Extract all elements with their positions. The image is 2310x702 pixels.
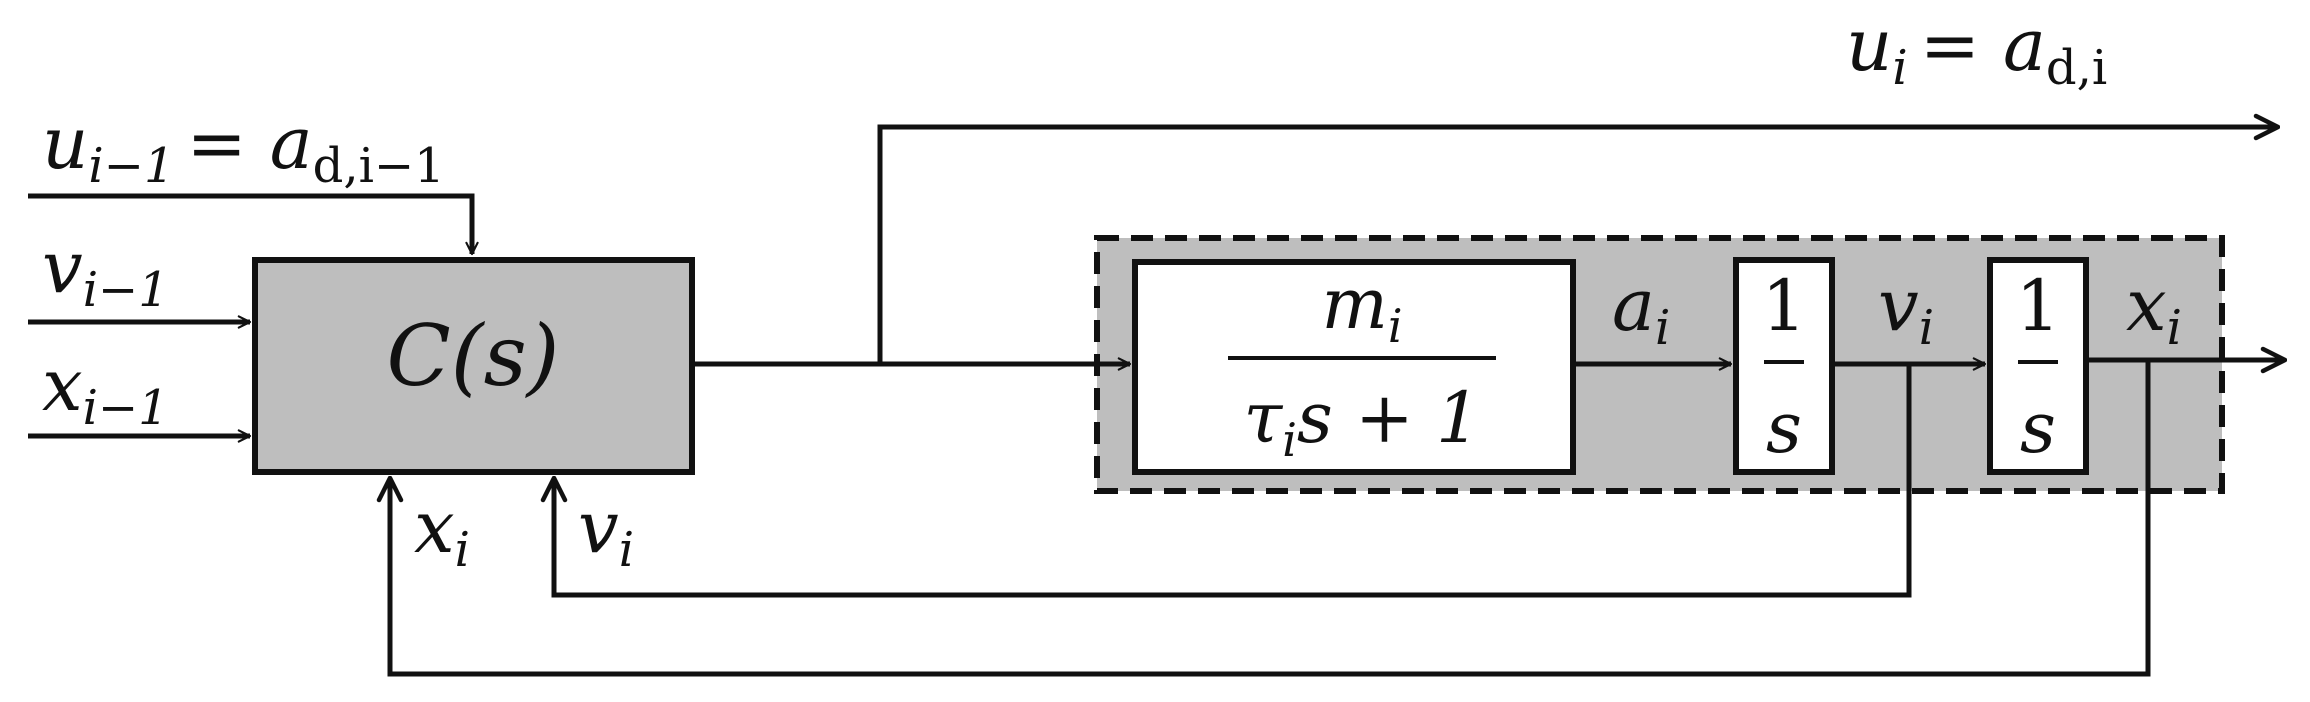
label-v-prev: vi−1 — [42, 225, 169, 318]
tf-denominator: τis + 1 — [1243, 377, 1480, 467]
label-feedback-v: vi — [578, 485, 634, 578]
feedback-line-v — [554, 364, 1912, 598]
integrator-1-numerator: 1 — [1762, 265, 1807, 347]
controller-block — [252, 257, 695, 475]
label-x: xi — [2126, 263, 2182, 356]
tf-numerator: mi — [1321, 263, 1402, 353]
label-x-prev: xi−1 — [42, 343, 169, 436]
feedback-line-x — [390, 360, 2151, 677]
input-line-u-prev — [28, 193, 479, 256]
label-v: vi — [1878, 263, 1934, 356]
integrator-2-numerator: 1 — [2016, 265, 2061, 347]
label-a: ai — [1612, 263, 1670, 356]
integrator-1-denominator: s — [1766, 387, 1802, 469]
label-feedback-x: xi — [414, 485, 470, 578]
label-u-prev: ui−1= ad,i−1 — [42, 101, 445, 194]
transfer-function-block — [1132, 259, 1576, 475]
label-u-output: ui= ad,i — [1846, 3, 2107, 96]
controller-label: C(s) — [387, 307, 560, 405]
integrator-block-2 — [1987, 257, 2089, 475]
output-line-u — [877, 127, 2278, 364]
integrator-2-denominator: s — [2020, 387, 2056, 469]
